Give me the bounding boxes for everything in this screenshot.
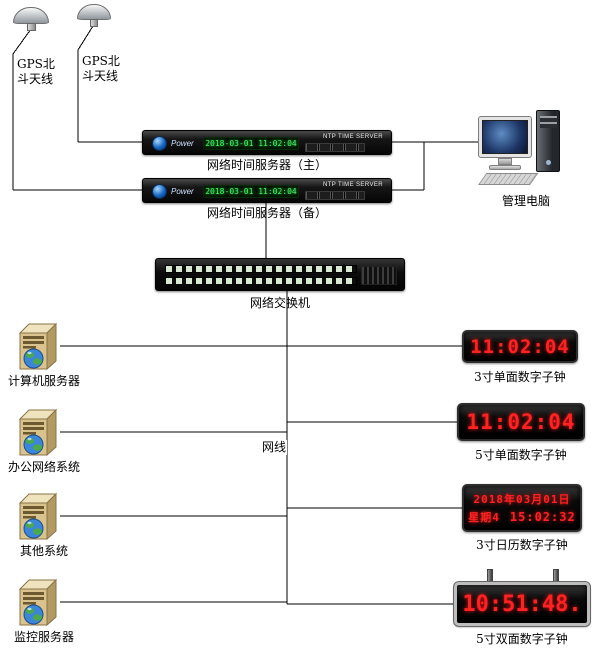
ethernet-ports-icon — [305, 143, 365, 152]
cable-label: 网线 — [261, 440, 288, 455]
screen-icon — [482, 120, 528, 154]
power-button-icon — [546, 160, 551, 165]
switch-ports-row-icon — [165, 265, 357, 273]
drive-bays-icon — [540, 116, 557, 128]
office-network-label: 办公网络系统 — [7, 460, 80, 474]
panel-title: NTP TIME SERVER — [322, 134, 383, 140]
management-computer-icon — [478, 110, 574, 190]
clock-date: 2018年03月01日 — [473, 493, 571, 506]
clock-label: 3寸单面数字子钟 — [474, 370, 566, 384]
gps-antenna-label: GPS北斗天线 — [82, 54, 120, 83]
monitoring-server-label: 监控服务器 — [13, 630, 74, 644]
panel-title: NTP TIME SERVER — [322, 182, 383, 188]
pc-tower-icon — [536, 110, 560, 172]
gps-antenna-label: GPS北斗天线 — [17, 57, 55, 86]
ethernet-ports-icon — [305, 191, 365, 200]
other-system-icon — [19, 493, 57, 540]
brand-logo-icon — [152, 184, 167, 199]
gps-antenna-stem-icon — [90, 19, 98, 27]
computer-server-label: 计算机服务器 — [7, 374, 80, 388]
ntp-server-backup-label: 网络时间服务器（备） — [206, 206, 327, 220]
management-computer-label: 管理电脑 — [501, 194, 550, 208]
brand-name: Power — [171, 187, 194, 196]
keyboard-icon — [478, 173, 539, 185]
monitor-stand-icon — [498, 158, 512, 165]
digital-clock-5in-double: 10:51:48. — [453, 581, 591, 627]
switch-vent-icon — [361, 266, 397, 285]
digital-clock-5in-single: 11:02:04 — [457, 403, 585, 441]
monitor-icon — [478, 116, 532, 158]
gps-antenna-stem-icon — [27, 23, 36, 31]
brand-logo-icon — [152, 136, 167, 151]
clock-label: 5寸单面数字子钟 — [475, 448, 567, 462]
ntp-server-primary: Power 2018-03-01 11:02:04 NTP TIME SERVE… — [142, 130, 392, 155]
clock-time: 11:02:04 — [466, 410, 576, 434]
monitor-base-icon — [489, 165, 521, 170]
clock-time: 10:51:48. — [462, 591, 582, 617]
calendar-clock-3in: 2018年03月01日 星期4 15:02:32 — [462, 484, 582, 532]
ntp-server-backup: Power 2018-03-01 11:02:04 NTP TIME SERVE… — [142, 178, 392, 203]
ntp-server-primary-label: 网络时间服务器（主） — [206, 158, 327, 172]
other-system-label: 其他系统 — [19, 544, 68, 558]
computer-server-icon — [19, 323, 57, 370]
led-display: 2018-03-01 11:02:04 — [203, 185, 299, 198]
digital-clock-3in-single: 11:02:04 — [462, 330, 578, 363]
monitoring-server-icon — [19, 579, 57, 626]
office-network-icon — [19, 409, 57, 456]
led-display: 2018-03-01 11:02:04 — [203, 137, 299, 150]
clock-time: 15:02:32 — [509, 510, 576, 524]
clock-mount-post-icon — [487, 569, 493, 583]
switch-ports-row-icon — [165, 277, 357, 285]
clock-label: 3寸日历数字子钟 — [476, 538, 568, 552]
clock-label: 5寸双面数字子钟 — [476, 632, 568, 646]
network-switch — [155, 258, 405, 291]
brand-name: Power — [171, 139, 194, 148]
clock-weekday: 星期4 — [468, 511, 500, 524]
clock-mount-post-icon — [553, 569, 559, 583]
clock-time: 11:02:04 — [470, 335, 570, 358]
network-switch-label: 网络交换机 — [249, 296, 310, 310]
